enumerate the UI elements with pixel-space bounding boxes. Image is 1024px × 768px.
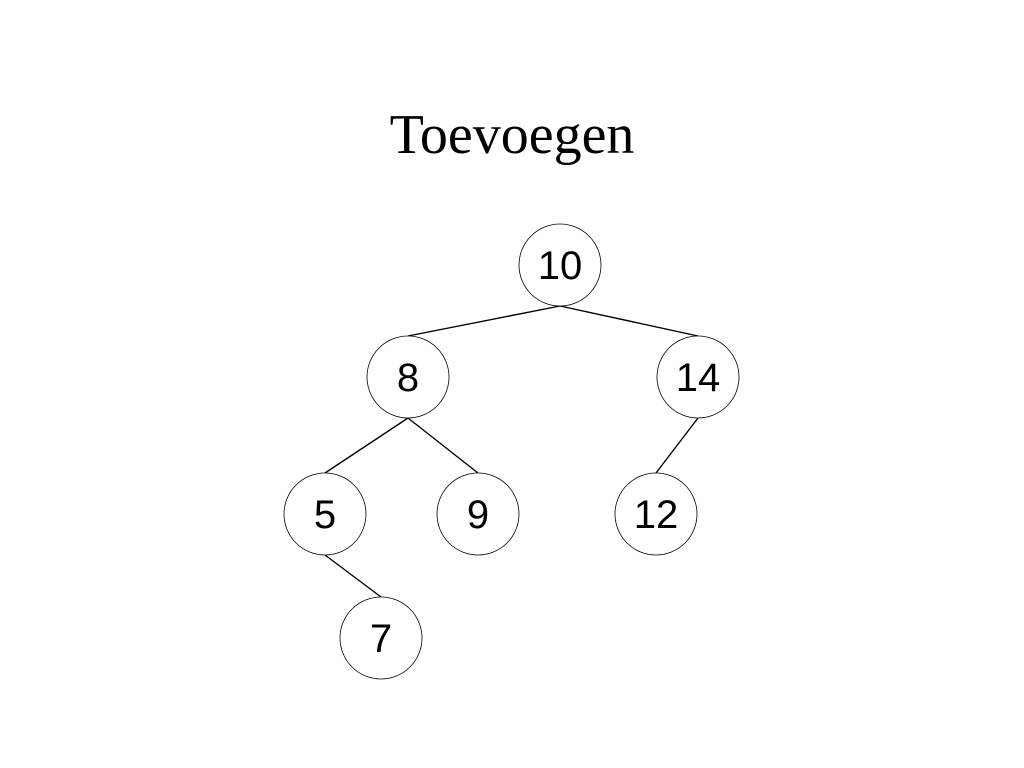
tree-node-circle <box>436 472 520 556</box>
tree-node-12: 12 <box>614 472 698 556</box>
tree-edge-n10-n14 <box>559 305 699 337</box>
tree-node-circle <box>339 596 423 680</box>
tree-node-9: 9 <box>436 472 520 556</box>
tree-node-label: 5 <box>314 493 336 537</box>
tree-node-7: 7 <box>339 596 423 680</box>
tree-node-circle <box>656 335 740 419</box>
tree-node-label: 7 <box>370 617 392 661</box>
tree-node-circle <box>366 335 450 419</box>
tree-edge-n10-n8 <box>407 305 561 337</box>
tree-node-label: 12 <box>634 493 679 537</box>
tree-node-label: 8 <box>397 356 419 400</box>
tree-node-circle <box>518 223 602 307</box>
tree-edge-n14-n12 <box>655 417 699 474</box>
tree-node-8: 8 <box>366 335 450 419</box>
tree-edge-n8-n9 <box>407 417 479 474</box>
tree-node-14: 14 <box>656 335 740 419</box>
tree-node-label: 10 <box>538 244 583 288</box>
tree-node-label: 9 <box>467 493 489 537</box>
slide-title: Toevoegen <box>389 104 635 166</box>
tree-edge-n5-n7 <box>324 554 382 598</box>
tree-node-label: 14 <box>676 356 721 400</box>
tree-node-10: 10 <box>518 223 602 307</box>
nodes-layer: 10 8 14 5 9 12 7 <box>283 223 740 680</box>
tree-node-5: 5 <box>283 472 367 556</box>
tree-node-circle <box>283 472 367 556</box>
edges-layer <box>324 305 699 598</box>
tree-node-circle <box>614 472 698 556</box>
tree-edge-n8-n5 <box>324 417 409 474</box>
